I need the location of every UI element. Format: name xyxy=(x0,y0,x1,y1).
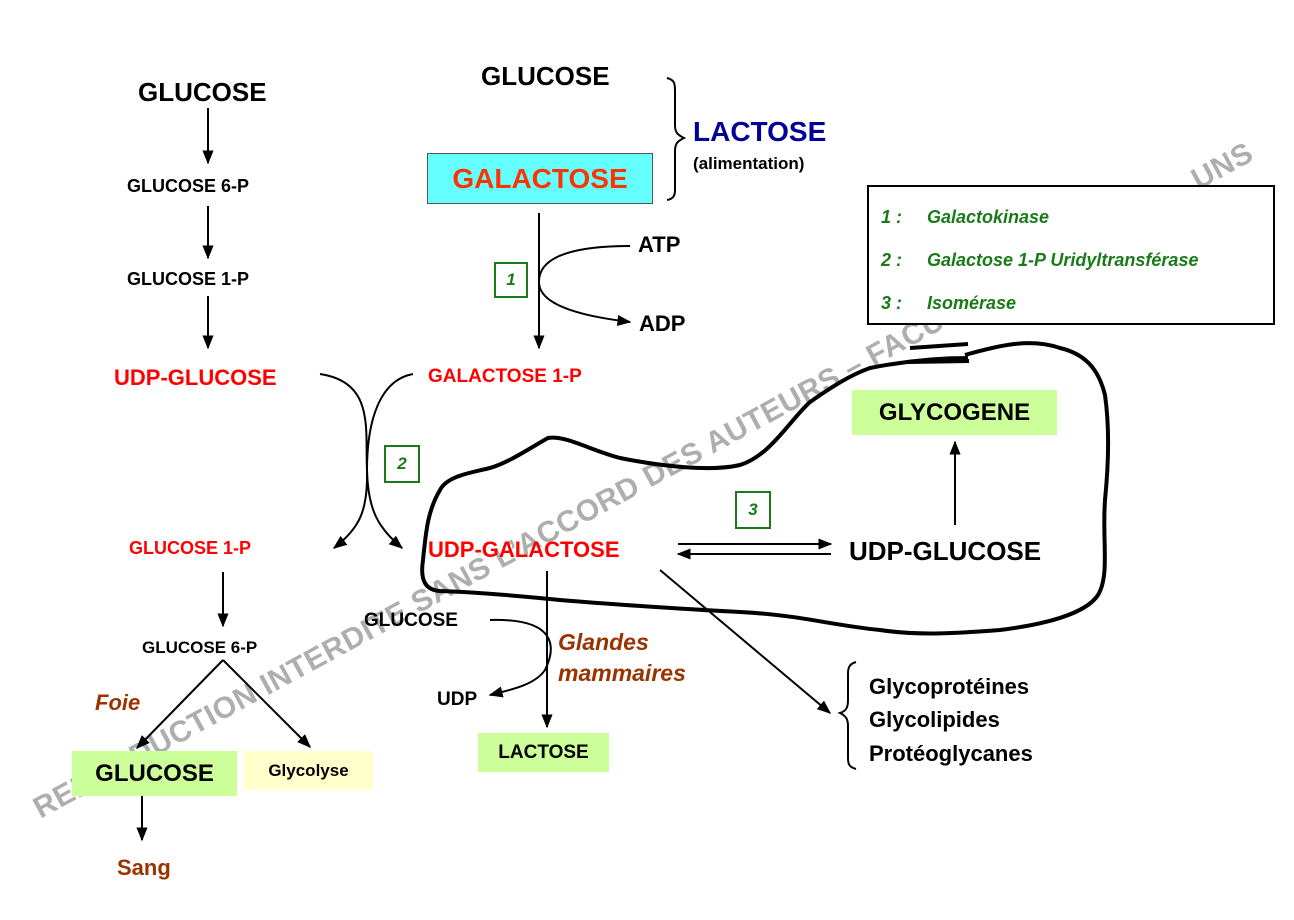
product-glycoproteines: Glycoprotéines xyxy=(869,674,1030,699)
atp-label: ATP xyxy=(638,232,681,257)
brace-lactose xyxy=(666,77,687,201)
glandes-label: Glandes xyxy=(558,629,649,655)
arrow-g6p-to-glycolyse xyxy=(222,659,311,748)
arrow-udpglucose-to-glucose1p xyxy=(319,373,369,549)
glucose-6p-lower-label: GLUCOSE 6-P xyxy=(142,638,258,657)
udp-glucose-right-label: UDP-GLUCOSE xyxy=(849,536,1042,566)
udp-galactose-label: UDP-GALACTOSE xyxy=(428,537,620,562)
glucose-1p-product-label: GLUCOSE 1-P xyxy=(129,538,252,558)
udp-glucose-label: UDP-GLUCOSE xyxy=(114,365,277,390)
glucose-label: GLUCOSE xyxy=(138,77,267,107)
sang-label: Sang xyxy=(117,855,171,880)
legend-name: Isomérase xyxy=(927,293,1017,313)
legend-num: 1 : xyxy=(881,207,903,227)
product-glycolipides: Glycolipides xyxy=(869,707,1000,732)
arrow-glucose-to-udp xyxy=(488,618,552,698)
alimentation-label: (alimentation) xyxy=(693,154,805,173)
enzyme-marker-3: 3 xyxy=(735,491,771,529)
legend-name: Galactokinase xyxy=(927,207,1050,227)
arrow-udpgalactose-to-products xyxy=(659,569,832,714)
arrow-atp-adp xyxy=(537,245,632,327)
legend-num: 2 : xyxy=(881,250,903,270)
legend-name: Galactose 1-P Uridyltransférase xyxy=(927,250,1199,270)
cell-outline-gap-line-2 xyxy=(907,359,970,364)
legend-item-3: 3 : Isomérase xyxy=(881,293,1016,314)
glycolyse-box: Glycolyse xyxy=(244,751,373,790)
brace-products xyxy=(837,661,857,770)
glucose-box: GLUCOSE xyxy=(72,751,237,796)
galactose-1p-label: GALACTOSE 1-P xyxy=(428,366,582,387)
lactose-label: LACTOSE xyxy=(693,116,827,147)
lactose-box: LACTOSE xyxy=(478,733,609,772)
legend-item-1: 1 : Galactokinase xyxy=(881,207,1049,228)
legend-num: 3 : xyxy=(881,293,903,313)
product-proteoglycanes: Protéoglycanes xyxy=(869,741,1033,766)
arrow-g6p-to-glucose xyxy=(136,659,224,750)
glucose-top-label: GLUCOSE xyxy=(481,61,610,91)
enzyme-marker-1: 1 xyxy=(494,262,528,298)
udp-output-label: UDP xyxy=(437,689,478,710)
cell-outline xyxy=(420,341,1111,636)
adp-label: ADP xyxy=(639,311,686,336)
glucose-6p-label: GLUCOSE 6-P xyxy=(127,176,250,196)
arrow-gal1p-to-udpgalactose xyxy=(365,373,414,549)
legend-item-2: 2 : Galactose 1-P Uridyltransférase xyxy=(881,250,1198,271)
glucose-input-label: GLUCOSE xyxy=(364,610,458,631)
mammaires-label: mammaires xyxy=(558,660,686,686)
enzyme-marker-2: 2 xyxy=(384,445,420,483)
enzyme-legend: 1 : Galactokinase 2 : Galactose 1-P Uridyl… xyxy=(867,185,1275,325)
galactose-box: GALACTOSE xyxy=(427,153,653,204)
glycogene-box: GLYCOGENE xyxy=(852,390,1057,435)
cell-outline-gap-line xyxy=(909,342,969,350)
glucose-1p-label: GLUCOSE 1-P xyxy=(127,269,250,289)
foie-label: Foie xyxy=(95,690,141,715)
